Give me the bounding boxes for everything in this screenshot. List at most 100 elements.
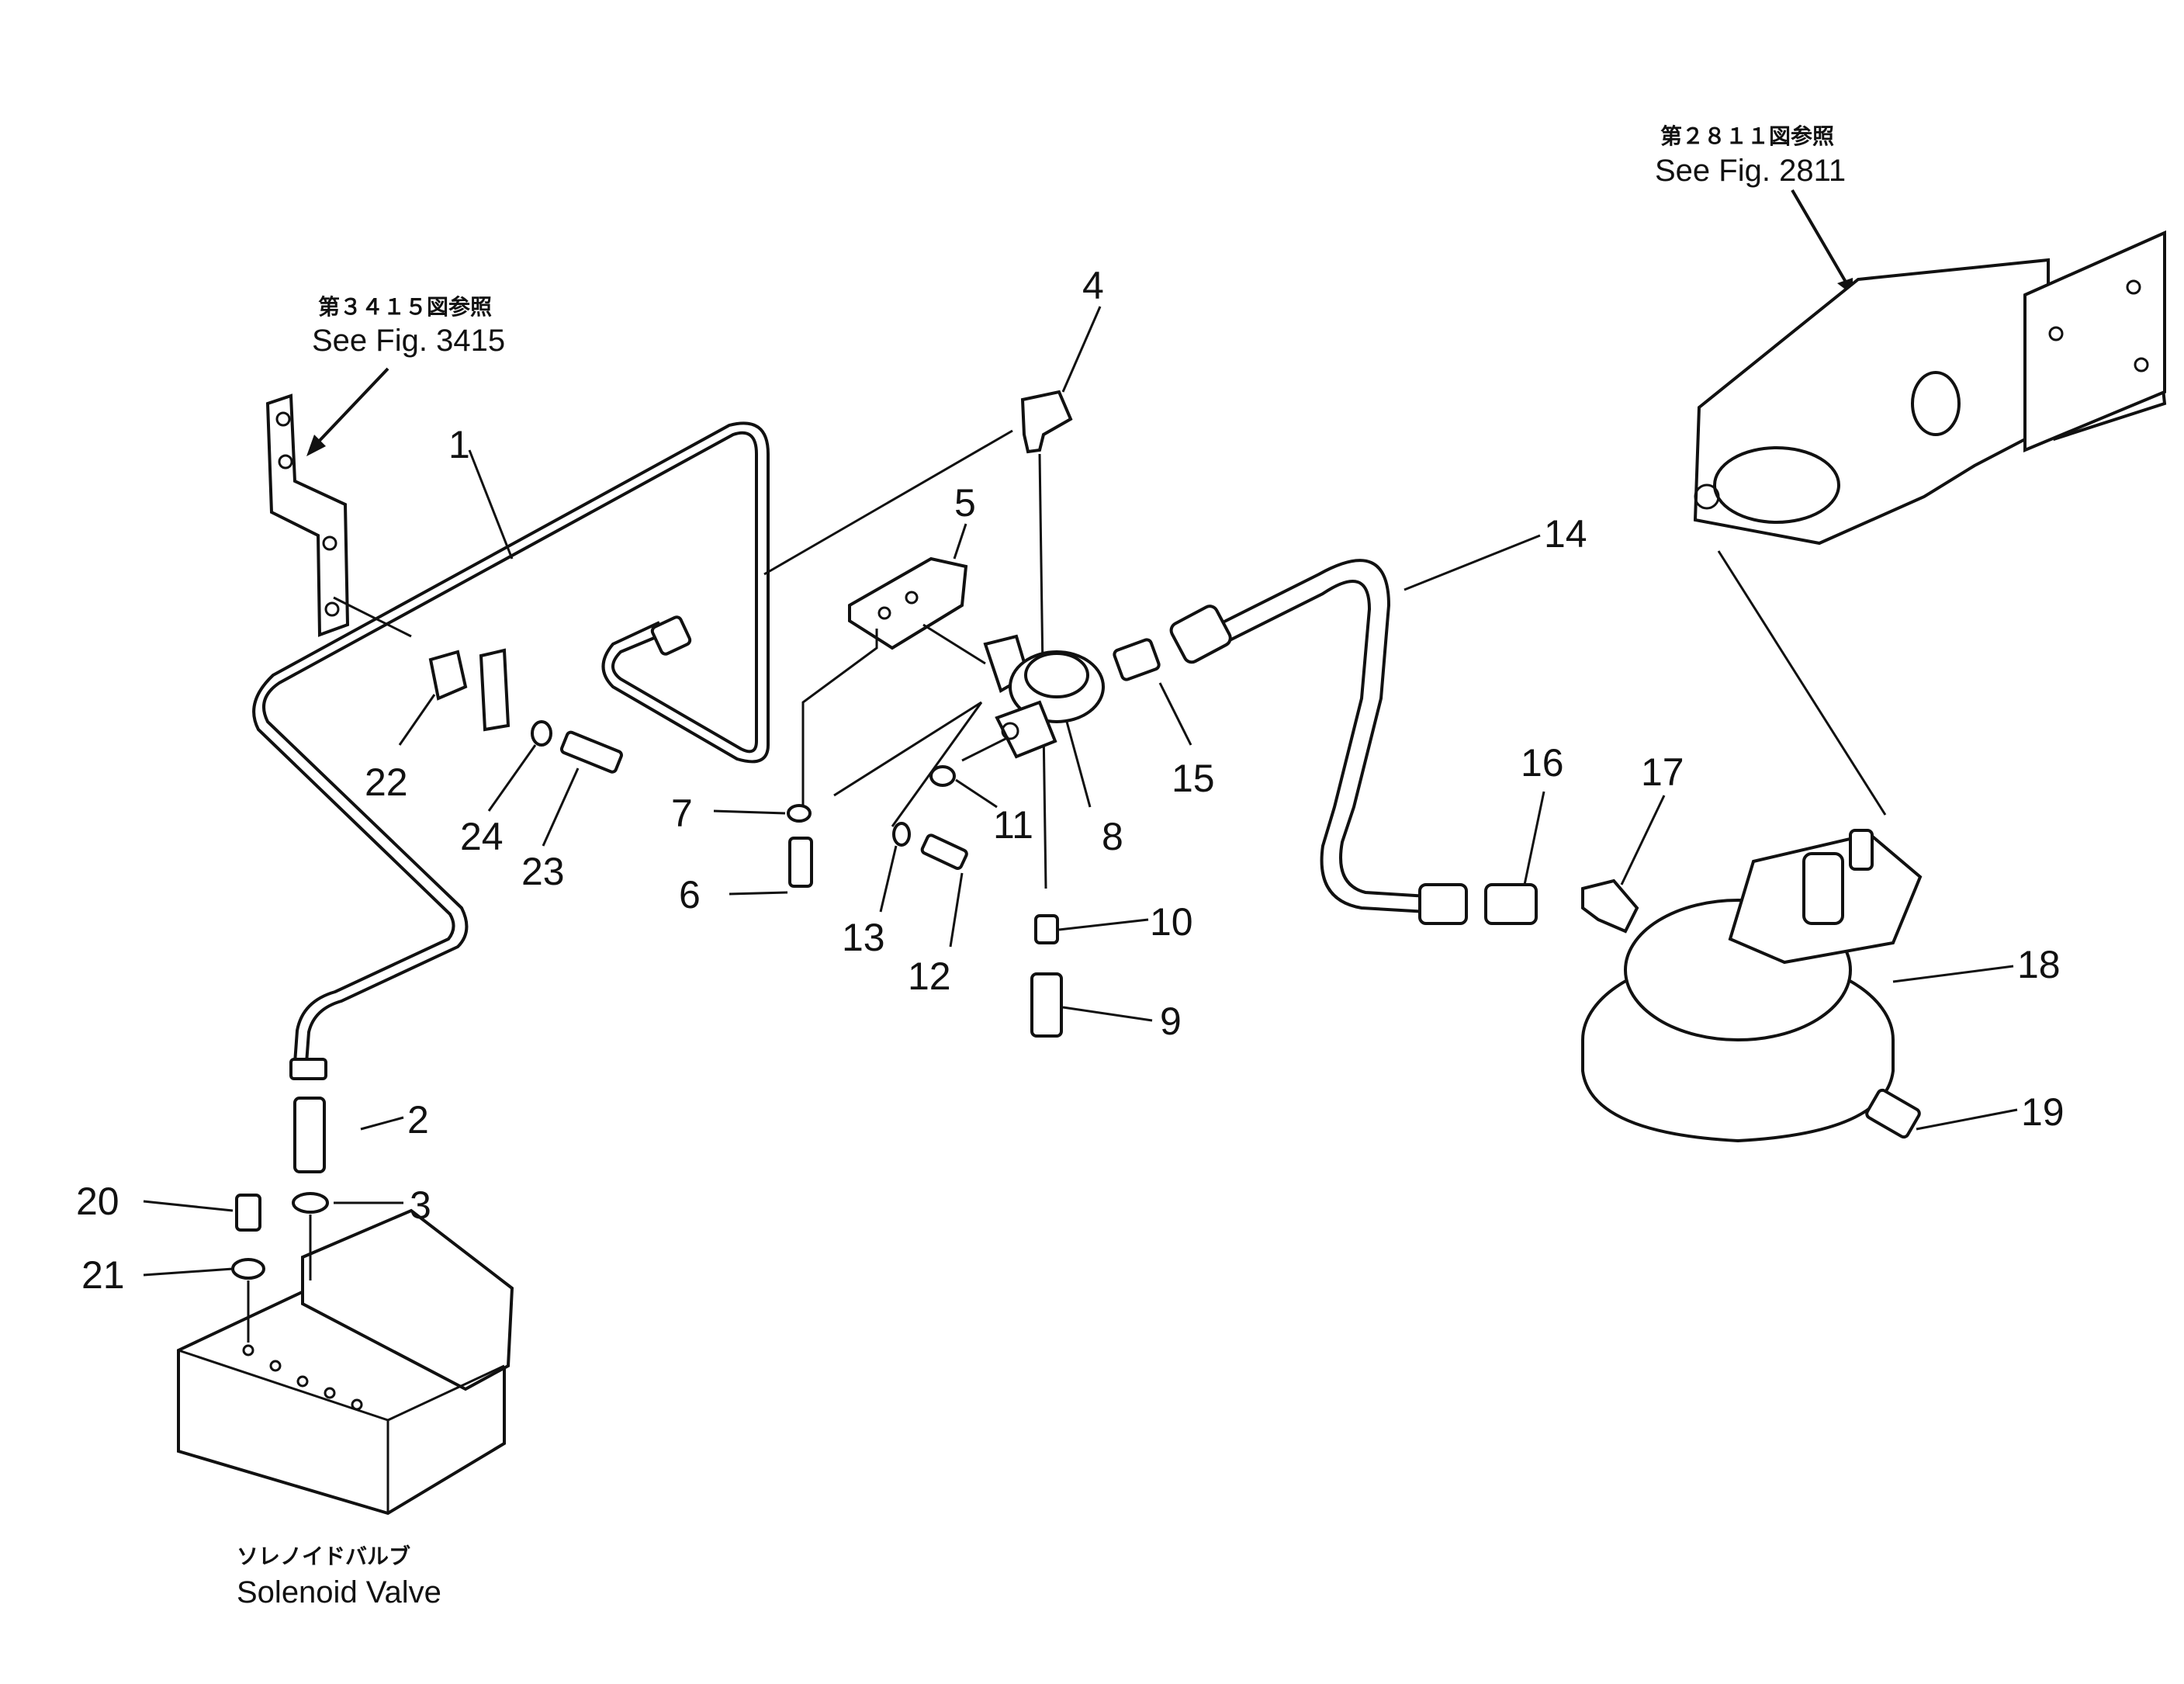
callout-18: 18 (2017, 943, 2061, 986)
plate-hole (905, 591, 919, 605)
fitting-19 (1865, 1088, 1921, 1139)
callout-21: 21 (81, 1253, 125, 1297)
solenoid-valve-block (177, 1208, 514, 1516)
callout-leader-10 (1058, 918, 1149, 931)
callout-leader-13 (879, 845, 898, 913)
callout-leader-2 (360, 1116, 404, 1131)
hose-14-inner (1213, 580, 1428, 913)
callout-leader-17 (1620, 795, 1666, 885)
leader-line (891, 702, 983, 827)
reference-arrowhead-3415 (306, 435, 326, 456)
bracket-hole (324, 601, 340, 617)
callout-5: 5 (954, 481, 976, 525)
callout-24: 24 (460, 815, 504, 858)
clamp-half (479, 648, 511, 732)
upper-bracket (1693, 230, 2167, 546)
reference-note-fig-2811: 第２８１１図参照 See Fig. 2811 (1655, 123, 1846, 188)
callout-leader-14 (1404, 534, 1541, 591)
callout-2: 2 (407, 1098, 429, 1142)
callout-leader-23 (542, 768, 580, 847)
callout-3: 3 (410, 1183, 431, 1227)
callout-17: 17 (1641, 750, 1684, 794)
leader-line (763, 429, 1013, 576)
callout-leader-22 (398, 694, 436, 746)
tube-outer (262, 431, 758, 1064)
leader-line (833, 701, 982, 797)
washer-7 (787, 804, 812, 823)
bracket-plate (848, 556, 968, 650)
elbow-17 (1581, 878, 1639, 934)
leader-line (961, 736, 1009, 762)
callout-23: 23 (521, 850, 565, 893)
solenoid-valve-jp: ソレノイドバルブ (237, 1544, 410, 1569)
callout-4: 4 (1082, 264, 1104, 307)
bolt-23 (559, 730, 623, 774)
callout-9: 9 (1160, 1000, 1182, 1043)
callout-14: 14 (1544, 512, 1587, 556)
reference-en-3415: See Fig. 3415 (312, 324, 505, 358)
callout-leader-24 (487, 744, 537, 812)
brake-cylinder (1581, 829, 1923, 1143)
washer-24 (531, 720, 552, 747)
clamp-22 (428, 650, 468, 701)
reference-arrow-2811 (1791, 189, 1848, 285)
callout-13: 13 (842, 916, 885, 959)
callout-leader-7 (713, 809, 786, 815)
washer-13 (892, 822, 911, 847)
tube-nut-bottom (289, 1058, 327, 1080)
fitting-10 (1034, 914, 1059, 944)
callout-leader-5 (953, 523, 967, 560)
callout-8: 8 (1102, 815, 1123, 858)
reference-jp-2811: 第２８１１図参照 (1660, 123, 1834, 149)
callout-12: 12 (908, 955, 951, 998)
bolt-12 (920, 833, 968, 870)
reference-jp-3415: 第３４１５図参照 (318, 294, 492, 320)
callout-leader-8 (1065, 721, 1092, 808)
hose-14-outer (1210, 559, 1428, 898)
callout-6: 6 (679, 873, 701, 916)
reference-en-2811: See Fig. 2811 (1655, 154, 1846, 188)
callout-leader-9 (1062, 1006, 1153, 1022)
callout-leader-18 (1892, 965, 2014, 983)
callout-20: 20 (76, 1180, 119, 1223)
washer-3 (292, 1192, 329, 1214)
plug-20 (235, 1194, 261, 1232)
leader-line (333, 596, 412, 638)
connector-15 (1113, 638, 1161, 681)
leader-line (1717, 550, 1887, 816)
leader-line (922, 623, 986, 665)
callout-19: 19 (2021, 1090, 2065, 1134)
callout-leader-1 (468, 449, 514, 560)
callout-10: 10 (1150, 900, 1193, 944)
callout-leader-20 (143, 1200, 234, 1212)
bracket-hole (322, 535, 337, 551)
bracket-hole (275, 411, 291, 427)
plate-hole (877, 606, 891, 620)
callout-leader-19 (1916, 1108, 2018, 1131)
callout-leader-12 (949, 872, 964, 948)
bracket-hole (278, 454, 293, 470)
adapter-16 (1484, 883, 1538, 925)
callout-1: 1 (448, 423, 470, 466)
callout-7: 7 (671, 792, 693, 835)
callout-11: 11 (993, 803, 1033, 847)
callout-leader-21 (143, 1267, 234, 1277)
plug-11 (929, 765, 956, 787)
callout-15: 15 (1172, 757, 1215, 800)
switch-9 (1030, 972, 1063, 1038)
valve-body (983, 634, 1105, 759)
hose-end-top (1169, 605, 1232, 664)
callout-leader-6 (729, 891, 788, 896)
callout-22: 22 (365, 761, 408, 804)
washer-21 (231, 1258, 265, 1280)
solenoid-valve-label: Solenoid Valve (237, 1575, 441, 1610)
hose-end-bottom (1418, 883, 1468, 925)
bolt-6 (788, 837, 813, 888)
callout-16: 16 (1521, 741, 1564, 785)
callout-leader-16 (1523, 791, 1545, 885)
tube-nut-top (650, 615, 692, 656)
reference-note-fig-3415: 第３４１５図参照 See Fig. 3415 (312, 294, 505, 358)
leader-line (801, 629, 878, 807)
reference-arrow-3415 (313, 367, 389, 448)
